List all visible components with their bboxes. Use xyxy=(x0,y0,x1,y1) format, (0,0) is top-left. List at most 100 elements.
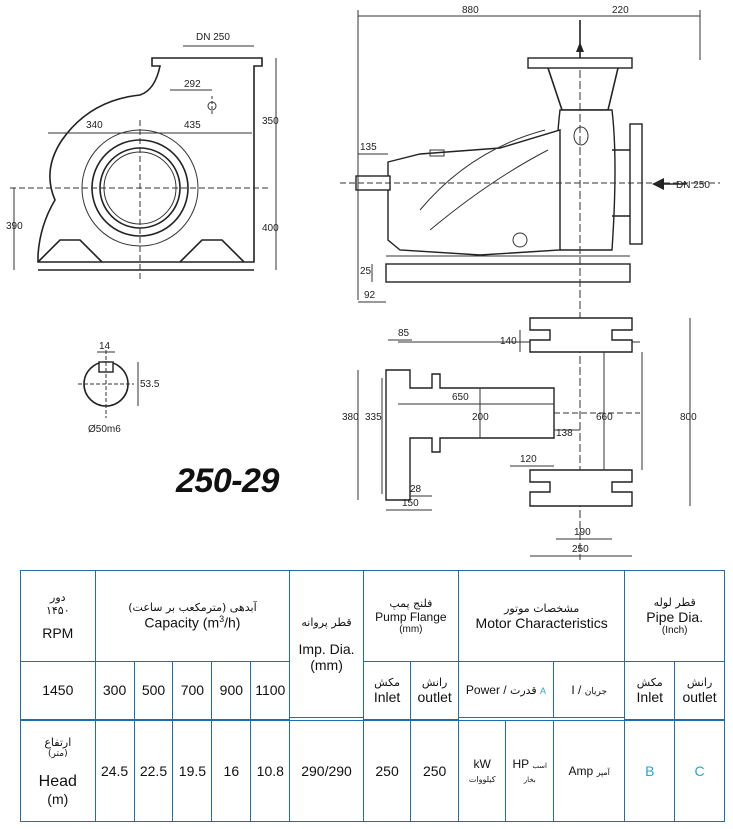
front-dim-435: 435 xyxy=(184,120,201,131)
flange-inlet-value: 250 xyxy=(362,720,412,822)
capacity-col-4: 1100 xyxy=(250,661,291,720)
base-dim-200: 200 xyxy=(472,412,489,423)
imp-header: قطر پروانه Imp. Dia. (mm) xyxy=(289,569,364,719)
head-en-1: Head xyxy=(38,772,77,790)
head-r0-c0: 24.5 xyxy=(94,720,135,822)
power-slash: / xyxy=(503,682,507,697)
pipe-en-1: Pipe Dia. xyxy=(646,609,704,626)
shaft-dim-50: Ø50m6 xyxy=(88,424,121,435)
base-dim-250: 250 xyxy=(572,544,589,555)
rpm-en-2: 1450 xyxy=(42,682,74,699)
base-dim-28: 28 xyxy=(410,484,422,495)
base-dim-650: 650 xyxy=(452,392,469,403)
head-r0-c4: 10.8 xyxy=(250,720,291,822)
pipe-en-2: (Inch) xyxy=(661,625,688,637)
head-en-2: (m) xyxy=(47,790,69,807)
shaft-dim-14: 14 xyxy=(99,341,111,352)
amp-header-row: Amp آمپر xyxy=(553,720,626,822)
base-dim-380: 380 xyxy=(342,412,359,423)
capacity-header: آبدهی (مترمکعب بر ساعت) Capacity (m3/h) xyxy=(94,569,291,663)
flange-inlet-fa: مکش xyxy=(374,675,401,689)
flange-outlet-value: 250 xyxy=(410,720,459,822)
hp-label: HP xyxy=(512,757,529,771)
pipe-header: قطر لوله Pipe Dia. (Inch) xyxy=(624,569,725,663)
power-header: Power / قدرت A xyxy=(457,661,555,719)
head-fa-1: ارتفاع xyxy=(44,735,72,749)
base-dim-85: 85 xyxy=(398,328,410,339)
imp-fa: قطر پروانه xyxy=(301,615,352,629)
power-en: Power xyxy=(465,682,500,697)
power-mark: A xyxy=(540,685,547,696)
base-dim-138: 138 xyxy=(556,428,573,439)
spec-table: دور ۱۴۵۰ RPM آبدهی (مترمکعب بر ساعت) Cap… xyxy=(20,569,725,822)
motor-en: Motor Characteristics xyxy=(475,614,608,631)
side-dim-25: 25 xyxy=(360,266,372,277)
base-dim-140: 140 xyxy=(500,336,517,347)
front-dim-400: 400 xyxy=(262,223,279,234)
capacity-col-2: 700 xyxy=(172,661,213,720)
front-dim-292: 292 xyxy=(184,79,201,90)
pipe-inlet-fa: مکش xyxy=(636,675,663,689)
imp-en-1: Imp. Dia. xyxy=(298,640,355,657)
flange-outlet-en: outlet xyxy=(417,688,452,705)
capacity-sup: 3 xyxy=(219,614,225,625)
front-dim-390: 390 xyxy=(6,221,23,232)
capacity-en-text: Capacity (m xyxy=(144,614,220,631)
rpm-en-1: RPM xyxy=(42,625,74,642)
pipe-inlet-header: مکش Inlet xyxy=(624,661,676,720)
base-view: 85 140 380 335 650 200 138 120 660 800 2… xyxy=(342,317,697,557)
flange-outlet-fa: رانش xyxy=(421,675,448,689)
power-fa: قدرت xyxy=(509,683,537,697)
hp-header-row: HP اسب بخار xyxy=(505,720,555,822)
rpm-fa-2: ۱۴۵۰ xyxy=(45,604,70,618)
flange-en-2: (mm) xyxy=(399,624,423,636)
base-dim-120: 120 xyxy=(520,454,537,465)
technical-drawing: DN 250 292 340 435 350 390 400 DN 250 xyxy=(6,5,720,560)
pipe-outlet-value: C xyxy=(674,720,725,822)
flange-header: فلنج پمپ Pump Flange (mm) xyxy=(362,569,459,663)
kw-fa: کیلووات xyxy=(468,775,496,784)
front-dim-dn: DN 250 xyxy=(196,32,230,43)
rpm-value: 1450 xyxy=(20,661,96,720)
side-dim-220: 220 xyxy=(612,5,629,16)
shaft-dim-53: 53.5 xyxy=(140,379,160,390)
base-dim-150: 150 xyxy=(402,498,419,509)
pipe-inlet-en: Inlet xyxy=(636,688,663,705)
current-en: I / xyxy=(571,682,582,697)
hp-fa: اسب بخار xyxy=(523,762,547,784)
front-dim-350: 350 xyxy=(262,116,279,127)
pipe-outlet-fa: رانش xyxy=(686,675,713,689)
front-dim-340: 340 xyxy=(86,120,103,131)
base-dim-660: 660 xyxy=(596,412,613,423)
current-fa: جریان xyxy=(584,686,608,697)
capacity-fa: آبدهی (مترمکعب بر ساعت) xyxy=(128,601,257,615)
flange-inlet-header: مکش Inlet xyxy=(362,661,412,720)
side-view: DN 250 880 220 135 25 92 xyxy=(340,5,720,560)
head-r0-c1: 22.5 xyxy=(133,720,174,822)
kw-header-row: kW کیلووات xyxy=(457,720,507,822)
current-header: I / جریان xyxy=(553,661,626,719)
flange-inlet-en: Inlet xyxy=(373,688,401,705)
front-view: DN 250 292 340 435 350 390 400 xyxy=(6,32,279,280)
amp-fa: آمپر xyxy=(596,768,610,777)
capacity-en-end: /h) xyxy=(224,614,241,631)
capacity-col-1: 500 xyxy=(133,661,174,720)
capacity-en: Capacity (m3/h) xyxy=(96,614,289,631)
kw-label: kW xyxy=(473,757,491,771)
model-number: 250-29 xyxy=(176,462,279,500)
pipe-inlet-value: B xyxy=(624,720,676,822)
side-dim-135: 135 xyxy=(360,142,377,153)
base-dim-190: 190 xyxy=(574,527,591,538)
flange-outlet-header: رانش outlet xyxy=(410,661,459,720)
head-header: ارتفاع (متر) Head (m) xyxy=(20,720,96,822)
amp-label: Amp xyxy=(568,764,594,778)
rpm-fa-1: دور xyxy=(50,591,66,605)
head-r0-c2: 19.5 xyxy=(172,720,213,822)
pipe-fa: قطر لوله xyxy=(653,596,696,610)
flange-fa: فلنج پمپ xyxy=(389,597,433,611)
pipe-outlet-en: outlet xyxy=(682,688,717,705)
base-dim-335: 335 xyxy=(365,412,382,423)
flange-en-1: Pump Flange xyxy=(375,610,447,625)
rpm-header: دور ۱۴۵۰ RPM xyxy=(20,569,96,663)
motor-header: مشخصات موتور Motor Characteristics xyxy=(457,569,626,663)
